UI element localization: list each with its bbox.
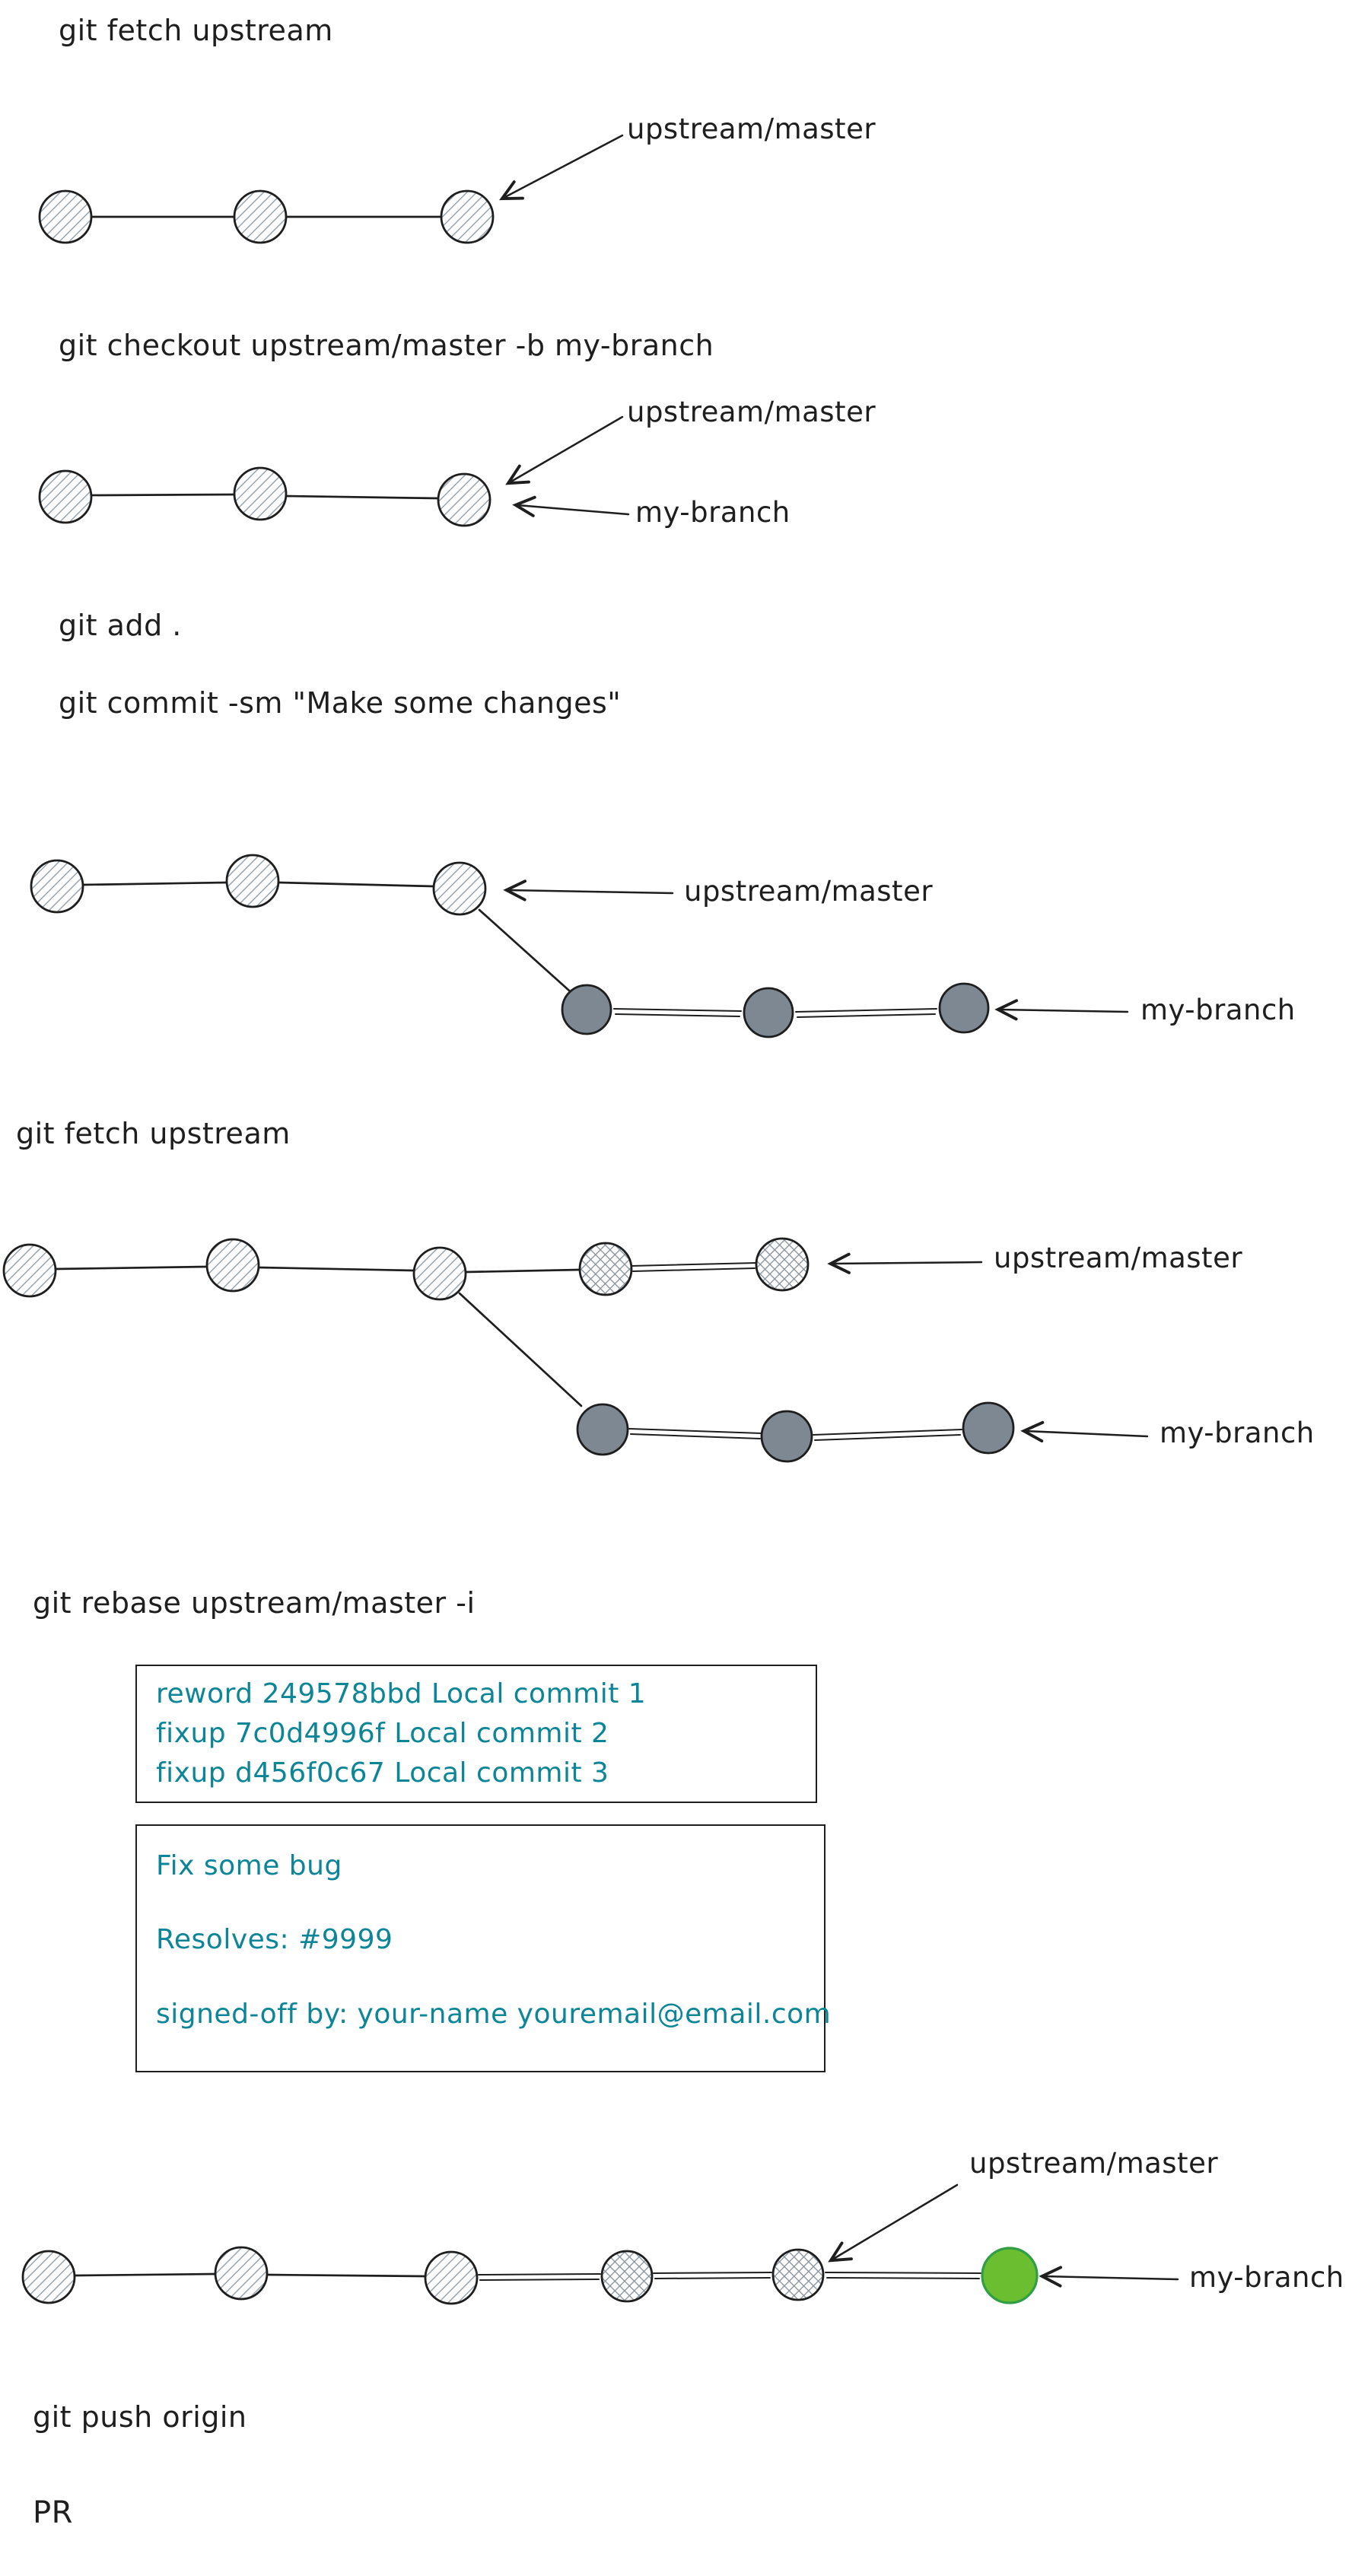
commit-node <box>233 466 288 521</box>
pr-label: PR <box>33 2495 73 2530</box>
commit-node-local <box>760 1410 813 1463</box>
commit-node <box>432 861 487 916</box>
branch-edge <box>478 908 571 992</box>
commit-node <box>440 189 495 244</box>
commit-node-rebased <box>981 2247 1039 2304</box>
commit-node <box>214 2246 269 2301</box>
label-upstream-master: upstream/master <box>994 1242 1243 1274</box>
commit-node-local <box>962 1401 1015 1455</box>
label-upstream-master: upstream/master <box>627 396 876 428</box>
rebase-todo-line: fixup d456f0c67 Local commit 3 <box>156 1757 609 1789</box>
commit-node <box>38 469 93 524</box>
commit-node-local <box>576 1403 629 1456</box>
pointer-my-branch <box>512 495 630 517</box>
graph-after-fetch-2 <box>2 1237 1149 1463</box>
command-git-fetch-upstream-1: git fetch upstream <box>59 14 333 47</box>
pointer-my-branch <box>1020 1420 1149 1443</box>
label-my-branch: my-branch <box>1189 2261 1344 2294</box>
command-git-rebase: git rebase upstream/master -i <box>33 1586 476 1620</box>
commit-node <box>38 189 93 244</box>
commit-node <box>233 189 288 244</box>
command-git-push: git push origin <box>33 2400 247 2434</box>
label-upstream-master: upstream/master <box>969 2147 1219 2180</box>
edge <box>478 2273 601 2275</box>
edge <box>825 2272 981 2274</box>
edge <box>653 2272 772 2274</box>
edge <box>615 1013 740 1017</box>
pointer-upstream-master <box>503 879 674 902</box>
edge <box>277 881 435 888</box>
edge <box>285 495 440 500</box>
pointer-upstream-master <box>499 134 624 201</box>
graph-after-fetch-1 <box>38 134 624 244</box>
label-my-branch: my-branch <box>1140 994 1296 1026</box>
commit-node-local <box>743 987 794 1038</box>
label-my-branch: my-branch <box>635 496 791 529</box>
edge <box>654 2277 771 2279</box>
command-git-fetch-upstream-2: git fetch upstream <box>16 1117 291 1150</box>
edge <box>814 1434 961 1441</box>
commit-node <box>412 1246 467 1301</box>
commit-message-box: Fix some bug Resolves: #9999 signed-off … <box>135 1824 831 2072</box>
edge <box>464 1268 581 1274</box>
edge <box>479 2279 600 2281</box>
commit-message-line: Resolves: #9999 <box>156 1924 393 1955</box>
edge <box>630 1433 761 1439</box>
edge <box>632 1267 756 1272</box>
edge <box>797 1013 936 1018</box>
edge <box>266 2273 427 2278</box>
branch-edge <box>458 1292 583 1407</box>
label-my-branch: my-branch <box>1160 1417 1315 1449</box>
pointer-my-branch <box>994 999 1129 1021</box>
rebase-todo-line: reword 249578bbd Local commit 1 <box>156 1678 647 1709</box>
edge <box>631 1262 757 1267</box>
commit-node <box>2 1243 57 1298</box>
commit-message-line: Fix some bug <box>156 1850 342 1881</box>
pointer-upstream-master <box>827 1252 983 1274</box>
commit-node-upstream-new <box>600 2250 654 2303</box>
commit-node <box>225 854 280 908</box>
commit-node-upstream-new <box>578 1242 633 1296</box>
command-git-add: git add . <box>59 609 182 642</box>
graph-after-rebase <box>21 2183 1179 2305</box>
commit-node <box>205 1238 260 1293</box>
label-upstream-master: upstream/master <box>627 113 876 145</box>
edge <box>628 1428 762 1434</box>
edge <box>613 1008 742 1012</box>
commit-node-local <box>561 984 612 1035</box>
commit-node-local <box>938 982 990 1034</box>
pointer-upstream-master <box>828 2183 959 2263</box>
commit-node <box>437 472 491 527</box>
edge <box>813 1429 962 1436</box>
rebase-todo-line: fixup 7c0d4996f Local commit 2 <box>156 1718 609 1749</box>
rebase-todo-box: reword 249578bbd Local commit 1 fixup 7c… <box>135 1665 817 1803</box>
edge <box>795 1008 937 1013</box>
commit-node-upstream-new <box>755 1237 810 1292</box>
edge <box>257 1266 415 1272</box>
label-upstream-master: upstream/master <box>684 875 934 908</box>
edge <box>81 881 228 886</box>
commit-message-line: signed-off by: your-name youremail@email… <box>156 1999 832 2030</box>
edge <box>54 1265 208 1271</box>
graph-after-commit <box>30 854 1129 1038</box>
commit-node <box>424 2250 479 2305</box>
edge <box>826 2277 980 2279</box>
commit-node <box>21 2250 76 2304</box>
commit-node <box>30 859 84 914</box>
command-git-commit: git commit -sm "Make some changes" <box>59 686 622 720</box>
pointer-my-branch <box>1039 2266 1179 2288</box>
command-git-checkout: git checkout upstream/master -b my-branc… <box>59 329 714 362</box>
pointer-upstream-master <box>505 415 624 485</box>
graph-after-checkout <box>38 415 630 527</box>
edge <box>73 2272 217 2277</box>
commit-node-upstream-new <box>771 2248 825 2301</box>
